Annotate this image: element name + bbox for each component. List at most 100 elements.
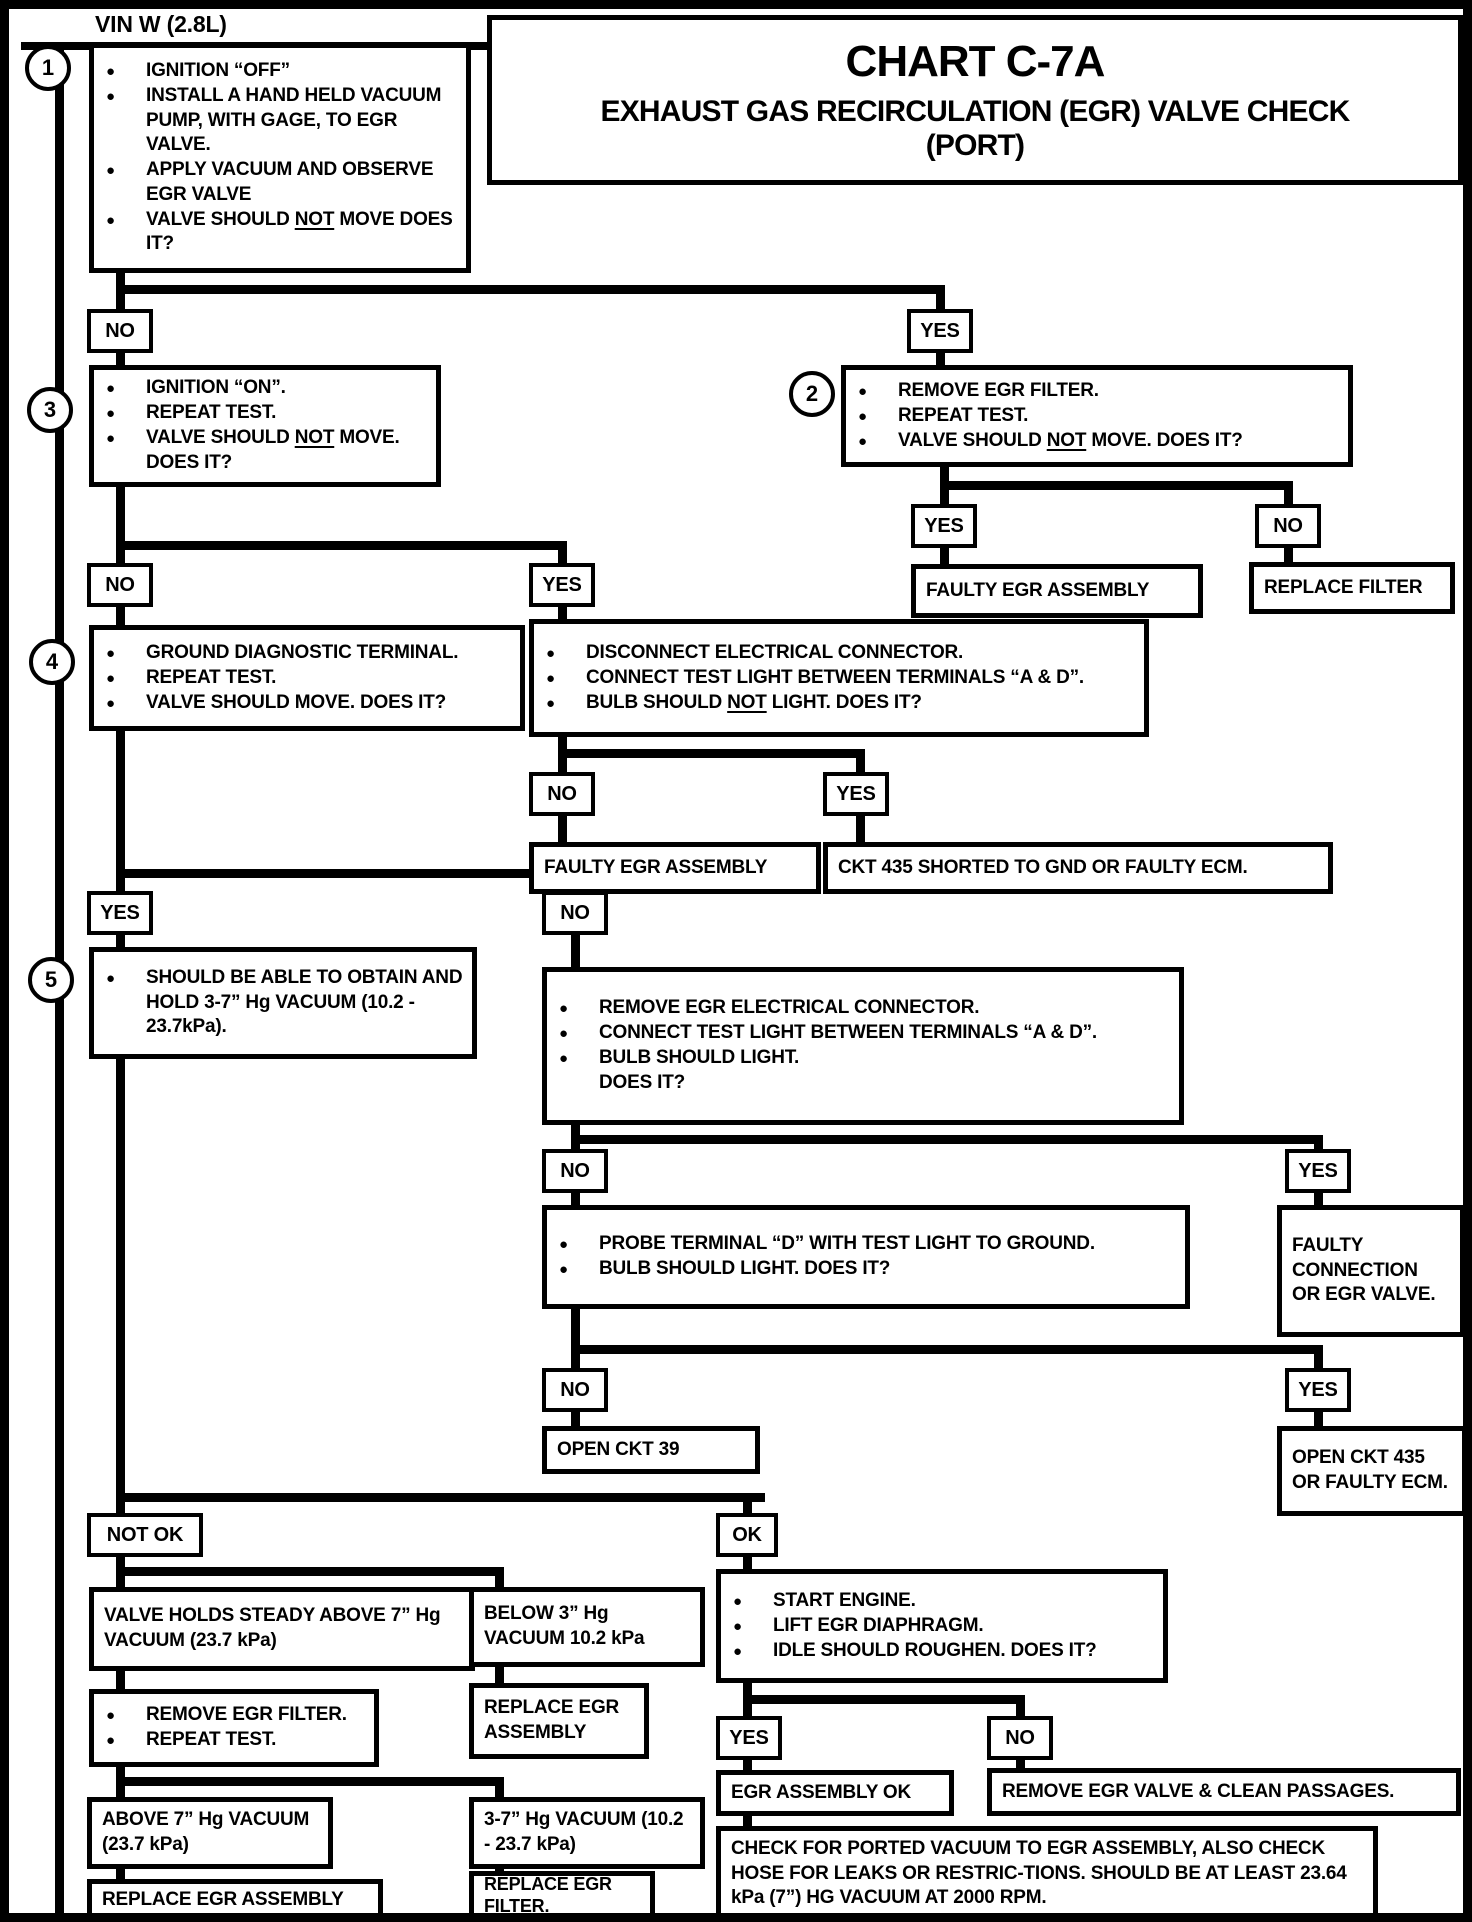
step-number-4: 4 [29, 639, 75, 685]
flow-line [116, 1557, 125, 1567]
flow-line [116, 1059, 125, 1493]
flow-line [116, 487, 125, 541]
step1-item: INSTALL A HAND HELD VACUUM PUMP, WITH GA… [146, 85, 442, 156]
flow-line [571, 1309, 580, 1345]
step-number-3: 3 [27, 387, 73, 433]
remove-connector-item: CONNECT TEST LIGHT BETWEEN TERMINALS “A … [599, 1022, 1098, 1044]
tag-not-ok: NOT OK [87, 1513, 203, 1557]
tag-no-4: NO [529, 772, 595, 816]
page-title: CHART C-7A [845, 37, 1106, 86]
step3-item: REPEAT TEST. [146, 402, 277, 424]
result-remove-valve-clean: REMOVE EGR VALVE & CLEAN PASSAGES. [987, 1768, 1461, 1816]
bullet-icon: ● [559, 1236, 568, 1253]
tag-yes-5: YES [87, 891, 153, 935]
remove-filter-item: REMOVE EGR FILTER. [146, 1704, 347, 1725]
flow-line [571, 1354, 580, 1368]
flow-line [940, 481, 1293, 490]
flow-line [940, 467, 949, 481]
bullet-icon: ● [106, 969, 115, 987]
step2-item: REPEAT TEST. [898, 404, 1029, 426]
step5-box: ● SHOULD BE ABLE TO OBTAIN AND HOLD 3-7” … [89, 947, 477, 1059]
step1-item: VALVE SHOULD NOT MOVE DOES IT? [146, 208, 453, 255]
flow-line [571, 1135, 1323, 1144]
flow-line [571, 935, 580, 967]
page-subtitle: EXHAUST GAS RECIRCULATION (EGR) VALVE CH… [600, 95, 1351, 128]
tag-yes-7: YES [1285, 1368, 1351, 1412]
step-number-2: 2 [789, 371, 835, 417]
remove-connector-item: REMOVE EGR ELECTRICAL CONNECTOR. [599, 997, 980, 1019]
flow-line [116, 1671, 125, 1689]
flow-line [1314, 1412, 1323, 1426]
flow-line [116, 1493, 765, 1502]
disconnect-item: DISCONNECT ELECTRICAL CONNECTOR. [586, 641, 964, 663]
flow-line [1314, 1193, 1323, 1205]
bullet-icon: ● [106, 694, 115, 712]
flow-line [1314, 1354, 1323, 1368]
result-open-ckt39: OPEN CKT 39 [542, 1426, 760, 1474]
result-ckt435-shorted: CKT 435 SHORTED TO GND OR FAULTY ECM. [823, 842, 1333, 894]
step4-item: VALVE SHOULD MOVE. DOES IT? [146, 691, 447, 713]
flow-line [571, 1345, 1323, 1354]
flow-line [1016, 1704, 1025, 1716]
bullet-icon: ● [559, 1050, 568, 1068]
result-faulty-egr-assembly-2: FAULTY EGR ASSEMBLY [529, 842, 821, 894]
step2-box: ●REMOVE EGR FILTER. ●REPEAT TEST. ●VALVE… [841, 365, 1353, 467]
tag-ok: OK [716, 1513, 778, 1557]
bullet-icon: ● [106, 88, 115, 106]
result-replace-egr-assembly-mid: REPLACE EGR ASSEMBLY [469, 1683, 649, 1759]
flow-line [743, 1502, 752, 1513]
bullet-icon: ● [106, 430, 115, 448]
step2-item: VALVE SHOULD NOT MOVE. DOES IT? [898, 429, 1243, 451]
result-replace-filter: REPLACE FILTER [1249, 562, 1455, 614]
start-engine-item: LIFT EGR DIAPHRAGM. [773, 1614, 984, 1636]
flow-line [116, 273, 125, 285]
bullet-icon: ● [733, 1592, 742, 1610]
bullet-icon: ● [106, 211, 115, 229]
flow-line [558, 749, 865, 758]
tag-yes-8: YES [716, 1716, 782, 1760]
flow-line [116, 1869, 125, 1879]
probe-item: PROBE TERMINAL “D” WITH TEST LIGHT TO GR… [599, 1233, 1095, 1254]
bullet-icon: ● [546, 694, 555, 712]
bullet-icon: ● [106, 162, 115, 180]
flow-line [571, 1193, 580, 1205]
flow-line [743, 1760, 752, 1770]
result-valve-holds-steady: VALVE HOLDS STEADY ABOVE 7” Hg VACUUM (2… [89, 1587, 475, 1671]
probe-item: BULB SHOULD LIGHT. DOES IT? [599, 1258, 891, 1279]
flow-line [940, 548, 949, 564]
step5-item: SHOULD BE ABLE TO OBTAIN AND HOLD 3-7” H… [146, 966, 463, 1038]
bullet-icon: ● [546, 669, 555, 687]
flow-line [116, 607, 125, 625]
bullet-icon: ● [733, 1617, 742, 1635]
result-above-7: ABOVE 7” Hg VACUUM (23.7 kPa) [87, 1797, 333, 1869]
flow-line [116, 1502, 125, 1513]
tag-no-2: NO [1255, 504, 1321, 548]
flow-line [558, 550, 567, 563]
flow-line [743, 1557, 752, 1569]
tag-no-1: NO [87, 309, 153, 353]
flow-line [116, 353, 125, 365]
step3-item: VALVE SHOULD NOT MOVE. DOES IT? [146, 427, 400, 473]
flow-line [1016, 1760, 1025, 1768]
tag-no-8: NO [987, 1716, 1053, 1760]
flow-line [571, 1144, 580, 1149]
step3-box: ●IGNITION “ON”. ●REPEAT TEST. ●VALVE SHO… [89, 365, 441, 487]
bullet-icon: ● [106, 669, 115, 687]
flow-line [116, 1777, 504, 1786]
flow-line [743, 1704, 752, 1716]
result-faulty-egr-assembly-1: FAULTY EGR ASSEMBLY [911, 564, 1203, 618]
disconnect-connector-box: ●DISCONNECT ELECTRICAL CONNECTOR. ●CONNE… [529, 619, 1149, 737]
probe-terminal-box: ● PROBE TERMINAL “D” WITH TEST LIGHT TO G… [542, 1205, 1190, 1309]
step2-item: REMOVE EGR FILTER. [898, 379, 1099, 401]
flow-line [116, 731, 125, 869]
remove-connector-item: DOES IT? [599, 1072, 686, 1094]
flow-line [495, 1576, 504, 1587]
flow-line [116, 1567, 504, 1576]
title-box: CHART C-7A EXHAUST GAS RECIRCULATION (EG… [487, 15, 1463, 185]
bullet-icon: ● [106, 405, 115, 423]
tag-no-6: NO [542, 1149, 608, 1193]
step1-item: APPLY VACUUM AND OBSERVE EGR VALVE [146, 159, 434, 205]
result-3-7-vacuum: 3-7” Hg VACUUM (10.2 - 23.7 kPa) [469, 1797, 705, 1869]
flow-line [856, 816, 865, 842]
flow-line [1284, 548, 1293, 562]
